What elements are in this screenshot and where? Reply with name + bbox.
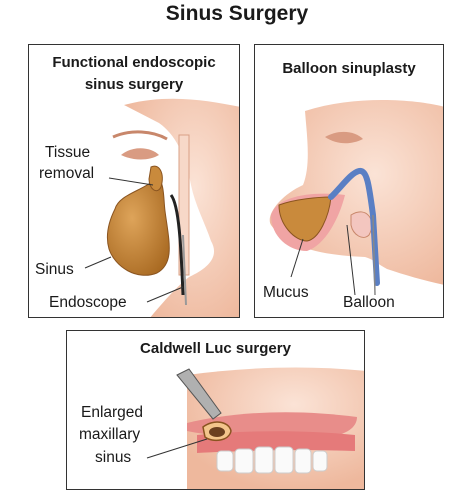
turbinate — [350, 211, 373, 238]
fess-illustration — [84, 98, 239, 317]
fess-panel: Functional endoscopic sinus surgery Tiss… — [28, 44, 240, 318]
tissue-label-line1: Tissue — [45, 144, 91, 161]
eye — [121, 148, 159, 160]
caldwell-title: Caldwell Luc surgery — [140, 340, 291, 357]
tissue-label-line2: removal — [39, 165, 95, 182]
tissue-area — [148, 165, 163, 192]
sinus-leader — [146, 438, 208, 459]
mucus-leader — [290, 238, 304, 278]
guide-wire — [372, 214, 376, 296]
enlarged-label-line2: maxillary — [79, 426, 141, 443]
enlarged-label-line3: sinus — [95, 449, 132, 466]
caldwell-illustration — [146, 367, 364, 489]
sinus-label: Sinus — [35, 261, 74, 278]
balloon-panel: Balloon sinuplasty Mucus Balloon — [254, 44, 444, 318]
fess-title-line2: sinus surgery — [84, 76, 184, 93]
endoscope-shaft — [182, 234, 187, 306]
face-profile — [124, 98, 239, 317]
sinus-shape — [106, 179, 170, 276]
mucus-label: Mucus — [263, 284, 309, 301]
eye — [325, 131, 363, 144]
endoscope-leader — [146, 286, 184, 303]
balloon-title: Balloon sinuplasty — [282, 60, 416, 77]
balloon-catheter — [328, 167, 380, 286]
mucus-sinus — [278, 196, 332, 242]
balloon-label: Balloon — [343, 294, 395, 311]
sinus-leader — [84, 256, 112, 269]
balloon-illustration — [269, 100, 443, 296]
sinus-cavity — [209, 427, 225, 437]
caldwell-panel: Caldwell Luc surgery Enlarged maxillary … — [66, 330, 365, 490]
balloon-leader — [346, 224, 356, 296]
enlarged-label-line1: Enlarged — [81, 404, 144, 421]
tissue-leader — [108, 177, 154, 186]
fess-title-line1: Functional endoscopic — [52, 54, 216, 71]
page-title: Sinus Surgery — [165, 2, 309, 25]
retractor — [176, 368, 222, 420]
eyebrow — [112, 130, 168, 141]
teeth — [216, 446, 328, 474]
endoscope — [169, 194, 185, 296]
gum — [197, 431, 355, 453]
endoscope-label: Endoscope — [49, 294, 127, 311]
face-profile — [269, 100, 443, 285]
